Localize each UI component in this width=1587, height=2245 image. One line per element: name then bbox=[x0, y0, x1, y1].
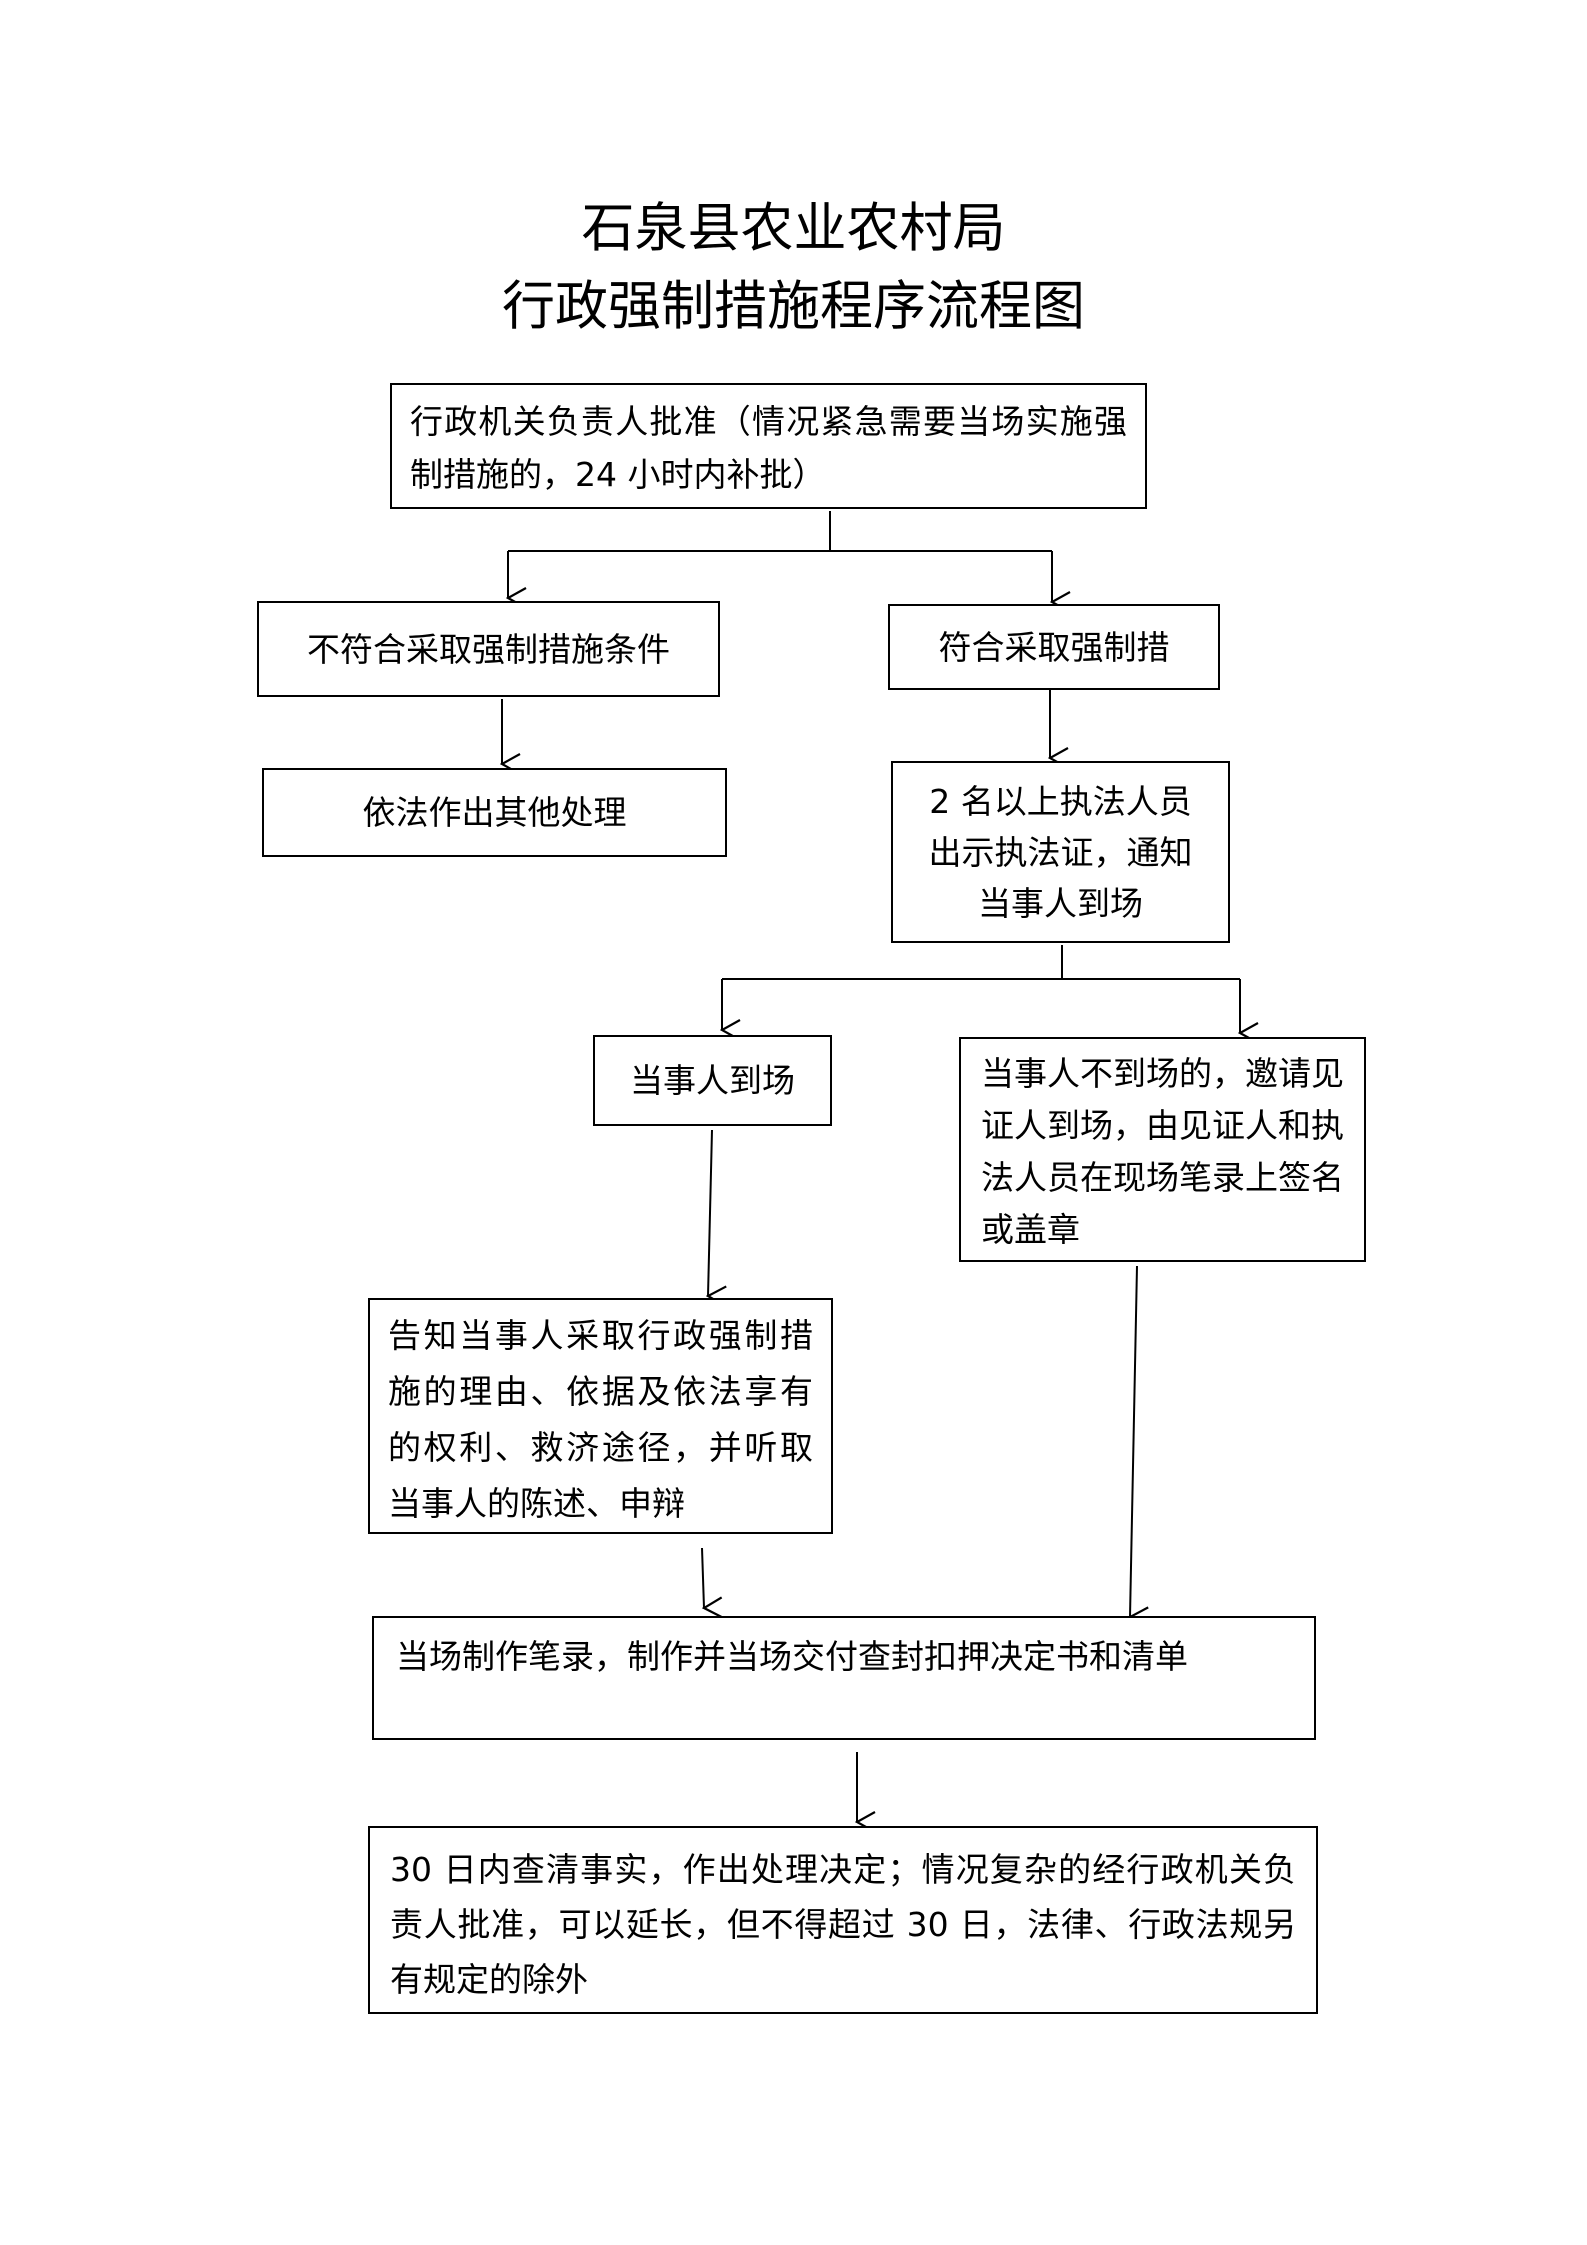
record-text: 当场制作笔录，制作并当场交付查封扣押决定书和清单 bbox=[396, 1637, 1188, 1676]
eligible-text: 符合采取强制措 bbox=[938, 627, 1170, 667]
party-present-box: 当事人到场 bbox=[593, 1035, 832, 1126]
inform-box: 告知当事人采取行政强制措施的理由、依据及依法享有的权利、救济途径，并听取当事人的… bbox=[368, 1298, 833, 1534]
decision-text: 30 日内查清事实，作出处理决定；情况复杂的经行政机关负责人批准，可以延长，但不… bbox=[390, 1850, 1296, 1999]
officers-box: 2 名以上执法人员出示执法证，通知当事人到场 bbox=[891, 761, 1230, 943]
officers-text: 2 名以上执法人员出示执法证，通知当事人到场 bbox=[928, 781, 1193, 923]
decision-box: 30 日内查清事实，作出处理决定；情况复杂的经行政机关负责人批准，可以延长，但不… bbox=[368, 1826, 1318, 2014]
eligible-box: 符合采取强制措 bbox=[888, 604, 1220, 690]
party-absent-text: 当事人不到场的，邀请见证人到场，由见证人和执法人员在现场笔录上签名或盖章 bbox=[981, 1054, 1344, 1249]
page-title: 石泉县农业农村局 bbox=[581, 198, 1006, 259]
other-handling-text: 依法作出其他处理 bbox=[362, 793, 627, 832]
not-eligible-text: 不符合采取强制措施条件 bbox=[307, 629, 670, 669]
party-absent-box: 当事人不到场的，邀请见证人到场，由见证人和执法人员在现场笔录上签名或盖章 bbox=[959, 1037, 1366, 1262]
other-handling-box: 依法作出其他处理 bbox=[262, 768, 727, 857]
party-present-text: 当事人到场 bbox=[630, 1061, 795, 1100]
inform-text: 告知当事人采取行政强制措施的理由、依据及依法享有的权利、救济途径，并听取当事人的… bbox=[388, 1316, 813, 1523]
arrow-inform-to-record bbox=[701, 1547, 704, 1608]
arrow-absent-to-record bbox=[1130, 1265, 1137, 1617]
approval-text: 行政机关负责人批准（情况紧急需要当场实施强制措施的，24 小时内补批） bbox=[410, 402, 1127, 494]
record-box: 当场制作笔录，制作并当场交付查封扣押决定书和清单 bbox=[372, 1616, 1316, 1740]
approval-box: 行政机关负责人批准（情况紧急需要当场实施强制措施的，24 小时内补批） bbox=[390, 383, 1147, 509]
page-subtitle: 行政强制措施程序流程图 bbox=[502, 276, 1085, 337]
not-eligible-box: 不符合采取强制措施条件 bbox=[257, 601, 720, 697]
arrow-to-inform bbox=[708, 1129, 712, 1296]
